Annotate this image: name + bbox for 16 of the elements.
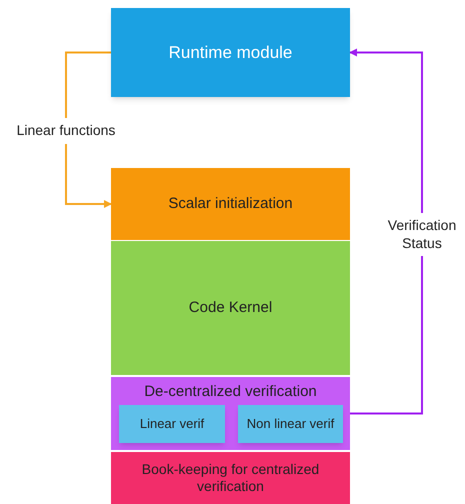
node-label: Book-keeping for centralized verification [140,460,320,496]
connector-arrow [65,52,112,208]
layer-box [111,377,350,450]
layer-box [111,168,350,240]
sub-box [238,405,343,443]
node-label: Scalar initialization [167,194,294,214]
node-label: Non linear verif [246,416,336,432]
connector-arrow [349,48,423,414]
node-label: Code Kernel [188,298,274,318]
layer-box [111,452,350,504]
node-label: Linear verif [138,415,206,434]
module-box [111,8,350,97]
node-label: Runtime module [168,42,294,64]
sub-box [119,405,225,443]
node-label: De-centralized verification [143,382,318,402]
layer-box [111,241,350,375]
